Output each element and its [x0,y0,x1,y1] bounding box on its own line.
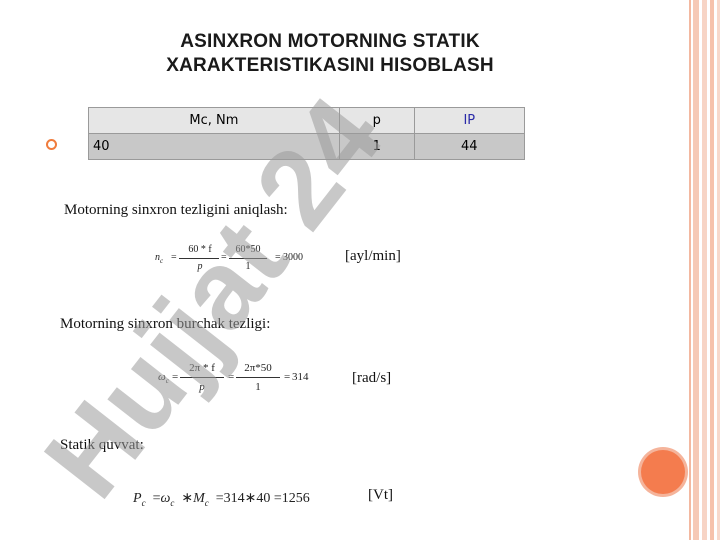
formula-result: 314 [292,371,309,383]
table-header-row: Mc, Nm p IP [88,107,526,134]
table-cell: 40 [88,133,340,160]
numerator: 2π * f [189,362,215,374]
title-line-2: XARAKTERISTIKASINI HISOBLASH [166,55,494,76]
bullet-icon [46,139,57,150]
decorative-stripes [686,0,720,540]
formula-sync-speed: nc = 60 * f p = 60*50 1 = 3000 [155,244,303,272]
formula-lhs-sub: c [165,377,169,386]
section-label-static-power: Statik quvvat: [60,437,144,453]
unit-power: [Vt] [368,487,393,503]
formula-M-sub: c [204,497,209,508]
numerator: 60*50 [235,244,261,255]
denominator: p [197,261,203,272]
fraction-1: 60 * f [179,244,221,255]
table-header-cell: IP [413,107,526,134]
section-label-angular-speed: Motorning sinxron burchak tezligi: [60,316,271,332]
unit-angular-speed: [rad/s] [352,370,392,386]
formula-omega-sub: c [170,497,175,508]
formula-rhs: =314∗40 =1256 [215,491,310,506]
table-header-cell: Mc, Nm [88,107,340,134]
numerator: 60 * f [188,244,212,255]
formula-omega: ω [160,491,171,506]
title-line-1: ASINXRON MOTORNING STATIK [180,31,480,52]
formula-lhs: n [155,252,160,263]
formula-P: P [133,491,142,506]
section-label-sync-speed: Motorning sinxron tezligini aniqlash: [64,202,288,218]
decorative-circle [641,450,685,494]
denominator: 1 [255,381,261,393]
formula-P-sub: c [141,497,146,508]
slide-title: ASINXRON MOTORNING STATIK XARAKTERISTIKA… [80,30,580,78]
numerator: 2π*50 [244,362,272,374]
formula-lhs-sub: c [160,257,164,265]
table-header-cell: p [338,107,415,134]
table-row: 40 1 44 [88,133,526,160]
formula-result: 3000 [283,252,303,263]
denominator: 1 [245,261,251,272]
denominator: p [199,381,205,393]
formula-lhs: ω [158,371,166,383]
unit-sync-speed: [ayl/min] [345,248,401,264]
formula-static-power: Pc =ωc ∗Mc =314∗40 =1256 [133,491,310,508]
parameters-table: Mc, Nm p IP 40 1 44 [88,107,526,160]
table-cell: 44 [413,133,526,160]
formula-M: M [193,491,205,506]
formula-angular-speed: ωc = 2π * f p = 2π*50 1 = 314 [158,362,309,393]
table-cell: 1 [338,133,415,160]
